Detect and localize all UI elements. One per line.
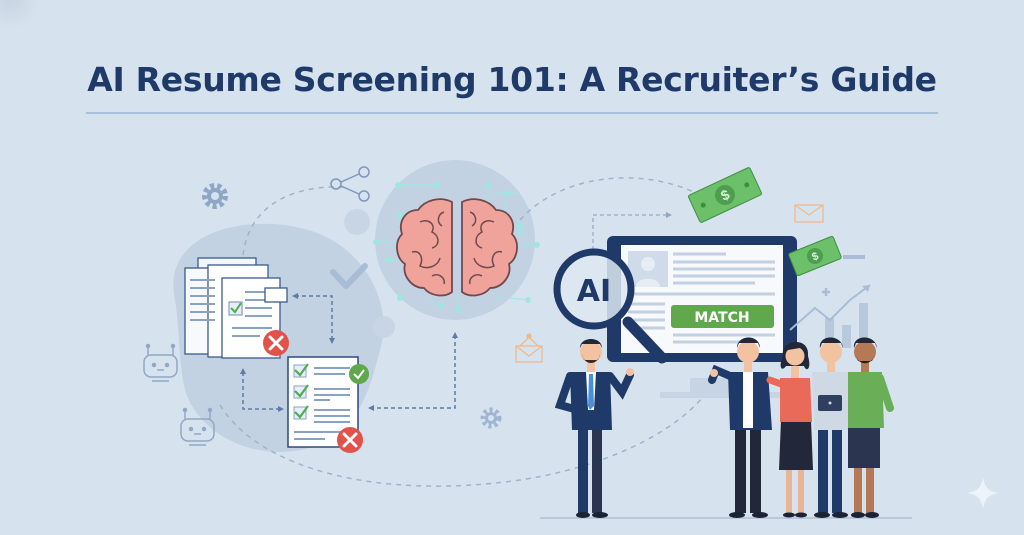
- share-icon: [330, 166, 370, 202]
- flow-arrows: [592, 212, 672, 250]
- match-label: MATCH: [694, 310, 749, 326]
- approve-check-icon: [349, 364, 369, 384]
- checklist-document-icon: [287, 356, 359, 448]
- monitor: [607, 236, 797, 398]
- gear-icon: [202, 183, 228, 209]
- reject-x-icon: [337, 427, 363, 453]
- sparkle-icon: [967, 477, 999, 509]
- brain-icon: [396, 198, 518, 297]
- page-title: AI Resume Screening 101: A Recruiter’s G…: [87, 60, 937, 99]
- gear-icon: [480, 407, 502, 429]
- orbit-dashed-lines: [219, 177, 721, 487]
- arrowheads: [240, 293, 458, 412]
- person-team-member: [848, 337, 894, 518]
- checkmark-icon: [330, 263, 368, 289]
- envelope-icon: [515, 333, 543, 363]
- envelope-icon: [794, 204, 824, 223]
- robot-icon: [180, 407, 215, 446]
- flow-arrows: [242, 295, 456, 410]
- ai-label: AI: [577, 274, 611, 309]
- person-team-member: [766, 341, 813, 518]
- dollar-bill-icon: $: [788, 235, 842, 277]
- person-team-member: [812, 337, 852, 518]
- robot-icon: [143, 343, 178, 382]
- growth-chart-icon: [789, 255, 871, 348]
- person-presenter: [554, 339, 634, 518]
- circuit-lines: [373, 182, 540, 313]
- match-badge: MATCH: [671, 305, 774, 328]
- magnifier-icon: AI: [553, 248, 668, 364]
- person-team-member: [708, 337, 772, 518]
- reject-x-icon: [263, 330, 289, 356]
- title-divider: [86, 112, 938, 114]
- dollar-bill-icon: $: [688, 167, 762, 223]
- svg-text:$: $: [810, 250, 820, 263]
